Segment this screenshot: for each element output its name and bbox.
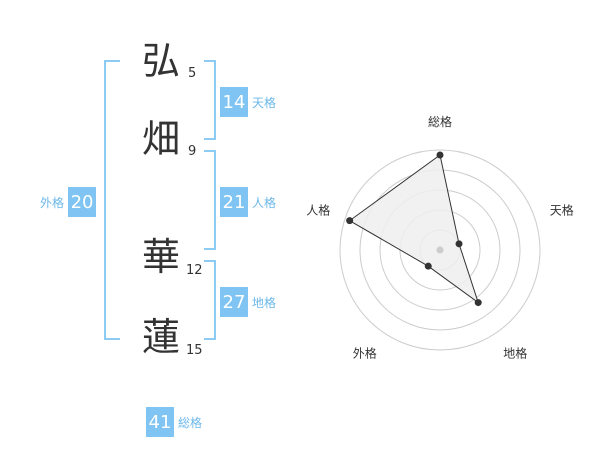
stroke-count-1: 5 xyxy=(188,66,197,81)
gaikaku-badge: 外格 20 xyxy=(40,187,97,217)
jinkaku-badge: 21 人格 xyxy=(220,187,276,217)
jinkaku-bracket xyxy=(204,150,216,250)
radar-point-4 xyxy=(424,262,432,270)
name-char-2: 畑 xyxy=(142,117,181,161)
stroke-count-4: 15 xyxy=(186,343,203,358)
chikaku-badge: 27 地格 xyxy=(220,287,276,317)
soukaku-label: 総格 xyxy=(178,415,203,430)
name-char-4: 蓮 xyxy=(142,315,181,359)
radar-point-2 xyxy=(455,240,463,248)
radar-axis-label-5: 人格 xyxy=(306,202,330,217)
gaikaku-value: 20 xyxy=(68,187,97,217)
name-char-3: 華 xyxy=(142,235,181,279)
soukaku-badge: 41 総格 xyxy=(146,407,202,437)
stroke-count-2: 9 xyxy=(188,144,197,159)
gaikaku-bracket xyxy=(104,60,120,340)
chikaku-bracket xyxy=(204,260,216,340)
radar-axis-label-4: 外格 xyxy=(353,346,377,361)
radar-value-polygon xyxy=(348,154,480,304)
tenkaku-value: 14 xyxy=(220,87,248,117)
stroke-count-3: 12 xyxy=(186,263,203,278)
tenkaku-bracket xyxy=(204,60,216,140)
chikaku-value: 27 xyxy=(220,287,248,317)
jinkaku-value: 21 xyxy=(220,187,248,217)
radar-point-3 xyxy=(474,299,482,307)
chikaku-label: 地格 xyxy=(252,295,277,310)
radar-axis-label-1: 総格 xyxy=(428,114,452,129)
radar-center-dot xyxy=(436,246,444,254)
radar-point-1 xyxy=(436,151,444,159)
radar-axis-label-3: 地格 xyxy=(503,346,527,361)
radar-axis-label-2: 天格 xyxy=(550,202,574,217)
radar-grid-ring xyxy=(339,149,541,351)
gaikaku-label: 外格 xyxy=(40,195,65,210)
tenkaku-label: 天格 xyxy=(252,95,277,110)
jinkaku-label: 人格 xyxy=(252,195,277,210)
radar-point-5 xyxy=(346,217,354,225)
name-char-1: 弘 xyxy=(142,39,181,83)
tenkaku-badge: 14 天格 xyxy=(220,87,276,117)
soukaku-value: 41 xyxy=(146,407,174,437)
